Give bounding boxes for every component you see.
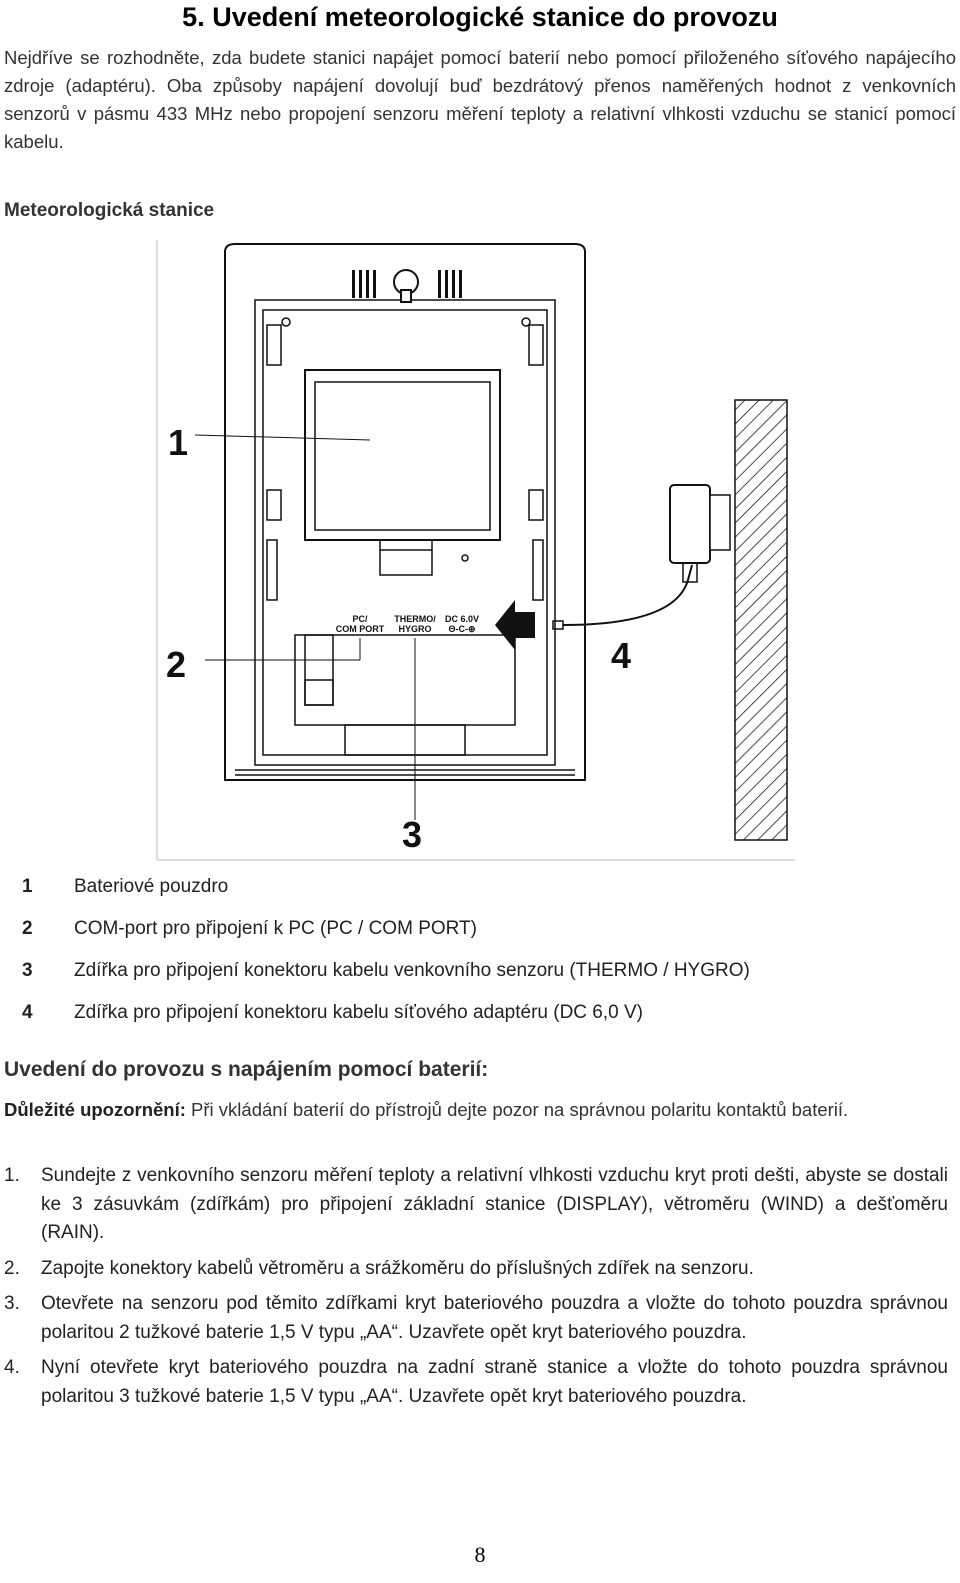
dc-port-arrow-icon — [495, 600, 535, 650]
callout-4: 4 — [611, 635, 631, 676]
legend-number: 3 — [22, 960, 33, 981]
screw-icon — [281, 317, 291, 327]
callout-1: 1 — [168, 422, 188, 463]
step-item: 3. Otevřete na senzoru pod těmito zdířkam… — [4, 1290, 948, 1347]
station-diagram-svg: PC/ COM PORT THERMO/ HYGRO DC 6.0V Θ-C-⊕ — [156, 240, 795, 861]
important-label: Důležité upozornění: — [4, 1099, 186, 1120]
steps-list: 1. Sundejte z venkovního senzoru měření t… — [4, 1162, 948, 1418]
thermo-port-label-line1: THERMO/ — [394, 614, 436, 624]
figure-title: Meteorologická stanice — [4, 200, 215, 221]
screw-icon — [521, 317, 531, 327]
legend-text: Zdířka pro připojení konektoru kabelu sí… — [74, 1002, 643, 1023]
step-number: 2. — [4, 1257, 20, 1279]
callout-numbers: 1 2 3 4 — [166, 422, 631, 855]
step-item: 2. Zapojte konektory kabelů větroměru a s… — [4, 1255, 948, 1284]
step-number: 4. — [4, 1357, 20, 1378]
station-back-diagram: PC/ COM PORT THERMO/ HYGRO DC 6.0V Θ-C-⊕ — [155, 240, 800, 865]
callout-leaders — [194, 434, 416, 820]
legend-text: Bateriové pouzdro — [74, 876, 229, 897]
intro-paragraph: Nejdříve se rozhodněte, zda budete stani… — [4, 47, 956, 152]
station-body — [224, 243, 586, 781]
callout-3: 3 — [402, 814, 422, 855]
page-number: 8 — [474, 1542, 486, 1567]
step-text: Zapojte konektory kabelů větroměru a srá… — [41, 1257, 754, 1279]
legend-number: 4 — [22, 1002, 33, 1023]
step-number: 1. — [4, 1165, 20, 1186]
thermo-port-label-line2: HYGRO — [398, 624, 431, 634]
figure-legend: 1 Bateriové pouzdro 2 COM-port pro připoje… — [20, 870, 950, 1038]
pc-port-label-line1: PC/ — [352, 614, 368, 624]
wall-icon — [734, 399, 788, 841]
power-adapter-icon — [669, 484, 711, 564]
important-note: Důležité upozornění: Při vkládání bateri… — [4, 1096, 952, 1124]
step-text: Sundejte z venkovního senzoru měření tep… — [41, 1165, 948, 1243]
step-item: 4. Nyní otevřete kryt bateriového pouzdra… — [4, 1354, 948, 1411]
adapter-cable — [562, 564, 693, 626]
step-number: 3. — [4, 1293, 20, 1314]
legend-item: 4 Zdířka pro připojení konektoru kabelu s… — [20, 996, 950, 1038]
port-labels: PC/ COM PORT THERMO/ HYGRO DC 6.0V Θ-C-⊕ — [336, 614, 479, 634]
legend-item: 3 Zdířka pro připojení konektoru kabelu v… — [20, 954, 950, 996]
section-title: Uvedení do provozu s napájením pomocí ba… — [4, 1058, 489, 1081]
dc-port-label-line1: DC 6.0V — [445, 614, 479, 624]
wall-mount-slots — [352, 270, 462, 298]
legend-number: 2 — [22, 918, 33, 939]
legend-text: COM-port pro připojení k PC (PC / COM PO… — [74, 918, 477, 939]
legend-item: 2 COM-port pro připojení k PC (PC / COM P… — [20, 912, 950, 954]
pc-port-label-line2: COM PORT — [336, 624, 385, 634]
step-text: Otevřete na senzoru pod těmito zdířkami … — [41, 1293, 948, 1343]
legend-item: 1 Bateriové pouzdro — [20, 870, 950, 912]
callout-2: 2 — [166, 644, 186, 685]
legend-number: 1 — [22, 876, 33, 897]
step-item: 1. Sundejte z venkovního senzoru měření t… — [4, 1162, 948, 1248]
step-text: Nyní otevřete kryt bateriového pouzdra n… — [41, 1357, 948, 1407]
important-text: Při vkládání baterií do přístrojů dejte … — [185, 1099, 849, 1120]
page-heading: 5. Uvedení meteorologické stanice do pro… — [182, 2, 778, 32]
dc-port-label-line2: Θ-C-⊕ — [448, 624, 475, 634]
legend-text: Zdířka pro připojení konektoru kabelu ve… — [74, 960, 750, 981]
